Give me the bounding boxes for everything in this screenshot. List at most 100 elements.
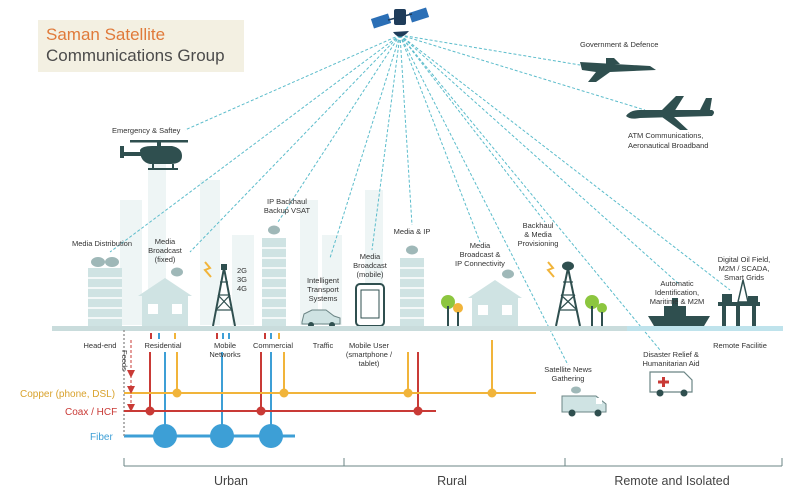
backhaul-label-3: Provisioning bbox=[518, 239, 559, 248]
digital-oil-label-2: M2M / SCADA, bbox=[719, 264, 770, 273]
media-broadcast-fixed-label-3: (fixed) bbox=[155, 255, 176, 264]
link-media-mobile bbox=[371, 34, 401, 251]
link-government bbox=[399, 34, 581, 66]
brand-name: Saman Satellite bbox=[46, 25, 166, 44]
backhaul-label-1: Backhaul bbox=[523, 221, 554, 230]
media-broadcast-ip-label-2: Broadcast & bbox=[460, 250, 501, 259]
ip-backhaul-label-2: Backup VSAT bbox=[264, 206, 311, 215]
its-label-1: Intelligent bbox=[307, 276, 340, 285]
link-media-broadcast-fixed bbox=[189, 34, 401, 253]
mobile-user-label-1: Mobile User bbox=[349, 341, 390, 350]
backhaul-tower bbox=[546, 261, 581, 327]
section-urban: Urban bbox=[214, 474, 248, 488]
digital-oil-label-1: Digital Oil Field, bbox=[718, 255, 771, 264]
link-satellite-news bbox=[399, 34, 569, 366]
section-remote: Remote and Isolated bbox=[614, 474, 729, 488]
mobile-user-label-2: (smartphone / bbox=[346, 350, 393, 359]
news-van-icon bbox=[561, 386, 607, 417]
residential-house bbox=[138, 267, 192, 326]
automatic-id-label-2: Identification, bbox=[655, 288, 699, 297]
dish-icon bbox=[171, 267, 183, 277]
media-broadcast-ip-label-3: IP Connectivity bbox=[455, 259, 505, 268]
section-brackets bbox=[123, 458, 783, 467]
fighter-jet-icon bbox=[580, 58, 656, 82]
commercial-building bbox=[262, 225, 286, 326]
mobile-networks-label-2: Networks bbox=[209, 350, 241, 359]
mobile-user-label-3: tablet) bbox=[359, 359, 380, 368]
commercial-label: Commercial bbox=[253, 341, 293, 350]
atm-label-line2: Aeronautical Broadband bbox=[628, 141, 708, 150]
fiber-label: Fiber bbox=[90, 432, 113, 443]
oil-rig-icon bbox=[718, 279, 760, 326]
media-distribution-label: Media Distribution bbox=[72, 239, 132, 248]
link-backhaul bbox=[399, 34, 546, 223]
digital-oil-label-3: Smart Grids bbox=[724, 273, 764, 282]
coax-label: Coax / HCF bbox=[65, 407, 117, 418]
rural-house bbox=[468, 269, 522, 326]
copper-nodes bbox=[172, 388, 497, 398]
mobile-tower bbox=[203, 261, 236, 327]
trees-right bbox=[585, 295, 607, 326]
trees-left bbox=[441, 295, 463, 326]
fiber-nodes bbox=[153, 424, 283, 448]
media-broadcast-mobile-label-1: Media bbox=[360, 252, 381, 261]
satellite-news-label-2: Gathering bbox=[552, 374, 585, 383]
mobile-networks-label-1: Mobile bbox=[214, 341, 236, 350]
ambulance-icon bbox=[649, 371, 693, 397]
mobile-4g-label: 4G bbox=[237, 284, 247, 293]
link-atm bbox=[399, 34, 646, 111]
link-emergency bbox=[184, 34, 401, 131]
emergency-label: Emergency & Saftey bbox=[112, 126, 181, 135]
media-broadcast-fixed-label-1: Media bbox=[155, 237, 176, 246]
dish-icon bbox=[406, 245, 418, 255]
copper-cable bbox=[124, 340, 536, 394]
smartphone-icon bbox=[355, 283, 385, 327]
signal-bolt-icon bbox=[203, 261, 212, 278]
media-broadcast-fixed-label-2: Broadcast bbox=[148, 246, 183, 255]
ship-icon bbox=[648, 298, 710, 326]
link-its bbox=[329, 34, 401, 259]
ip-backhaul-label-1: IP Backhaul bbox=[267, 197, 307, 206]
link-media-distribution bbox=[109, 34, 401, 253]
media-broadcast-mobile-label-3: (mobile) bbox=[356, 270, 384, 279]
mobile-3g-label: 3G bbox=[237, 275, 247, 284]
section-rural: Rural bbox=[437, 474, 467, 488]
backhaul-label-2: & Media bbox=[524, 230, 552, 239]
residential-label: Residential bbox=[144, 341, 181, 350]
link-ip-backhaul bbox=[277, 34, 401, 223]
link-media-ip bbox=[399, 34, 413, 226]
disaster-relief-label-1: Disaster Relief & bbox=[643, 350, 699, 359]
media-broadcast-ip-label-1: Media bbox=[470, 241, 491, 250]
automatic-id-label-3: Maritime & M2M bbox=[650, 297, 705, 306]
gov-defence-label: Government & Defence bbox=[580, 40, 658, 49]
media-broadcast-mobile-label-2: Broadcast bbox=[353, 261, 388, 270]
traffic-label: Traffic bbox=[313, 341, 334, 350]
helicopter-icon bbox=[120, 140, 188, 170]
remote-facility-label: Remote Facilitie bbox=[713, 341, 767, 350]
coax-cable bbox=[124, 352, 436, 412]
airliner-icon bbox=[626, 96, 714, 130]
dish-icon bbox=[105, 257, 119, 267]
sea-line bbox=[627, 326, 783, 331]
satellite-links bbox=[109, 34, 731, 366]
ground-line bbox=[52, 326, 627, 331]
dish-icon bbox=[268, 225, 280, 235]
its-label-3: Systems bbox=[309, 294, 338, 303]
brand-logo-box: Saman Satellite Communications Group bbox=[38, 20, 244, 72]
mobile-2g-label: 2G bbox=[237, 266, 247, 275]
connector-ticks bbox=[150, 333, 280, 339]
satellite-news-label-1: Satellite News bbox=[544, 365, 592, 374]
media-ip-label: Media & IP bbox=[394, 227, 431, 236]
head-end-label: Head-end bbox=[84, 341, 117, 350]
link-oil-field bbox=[399, 34, 731, 291]
head-end-building bbox=[88, 257, 122, 326]
copper-label: Copper (phone, DSL) bbox=[20, 389, 115, 400]
satellite-icon bbox=[370, 7, 430, 37]
signal-bolt-icon bbox=[546, 261, 555, 278]
feeds-arrows: Feeds bbox=[120, 340, 135, 412]
its-label-2: Transport bbox=[307, 285, 340, 294]
link-disaster-relief bbox=[399, 34, 661, 351]
feeds-label: Feeds bbox=[120, 350, 129, 371]
